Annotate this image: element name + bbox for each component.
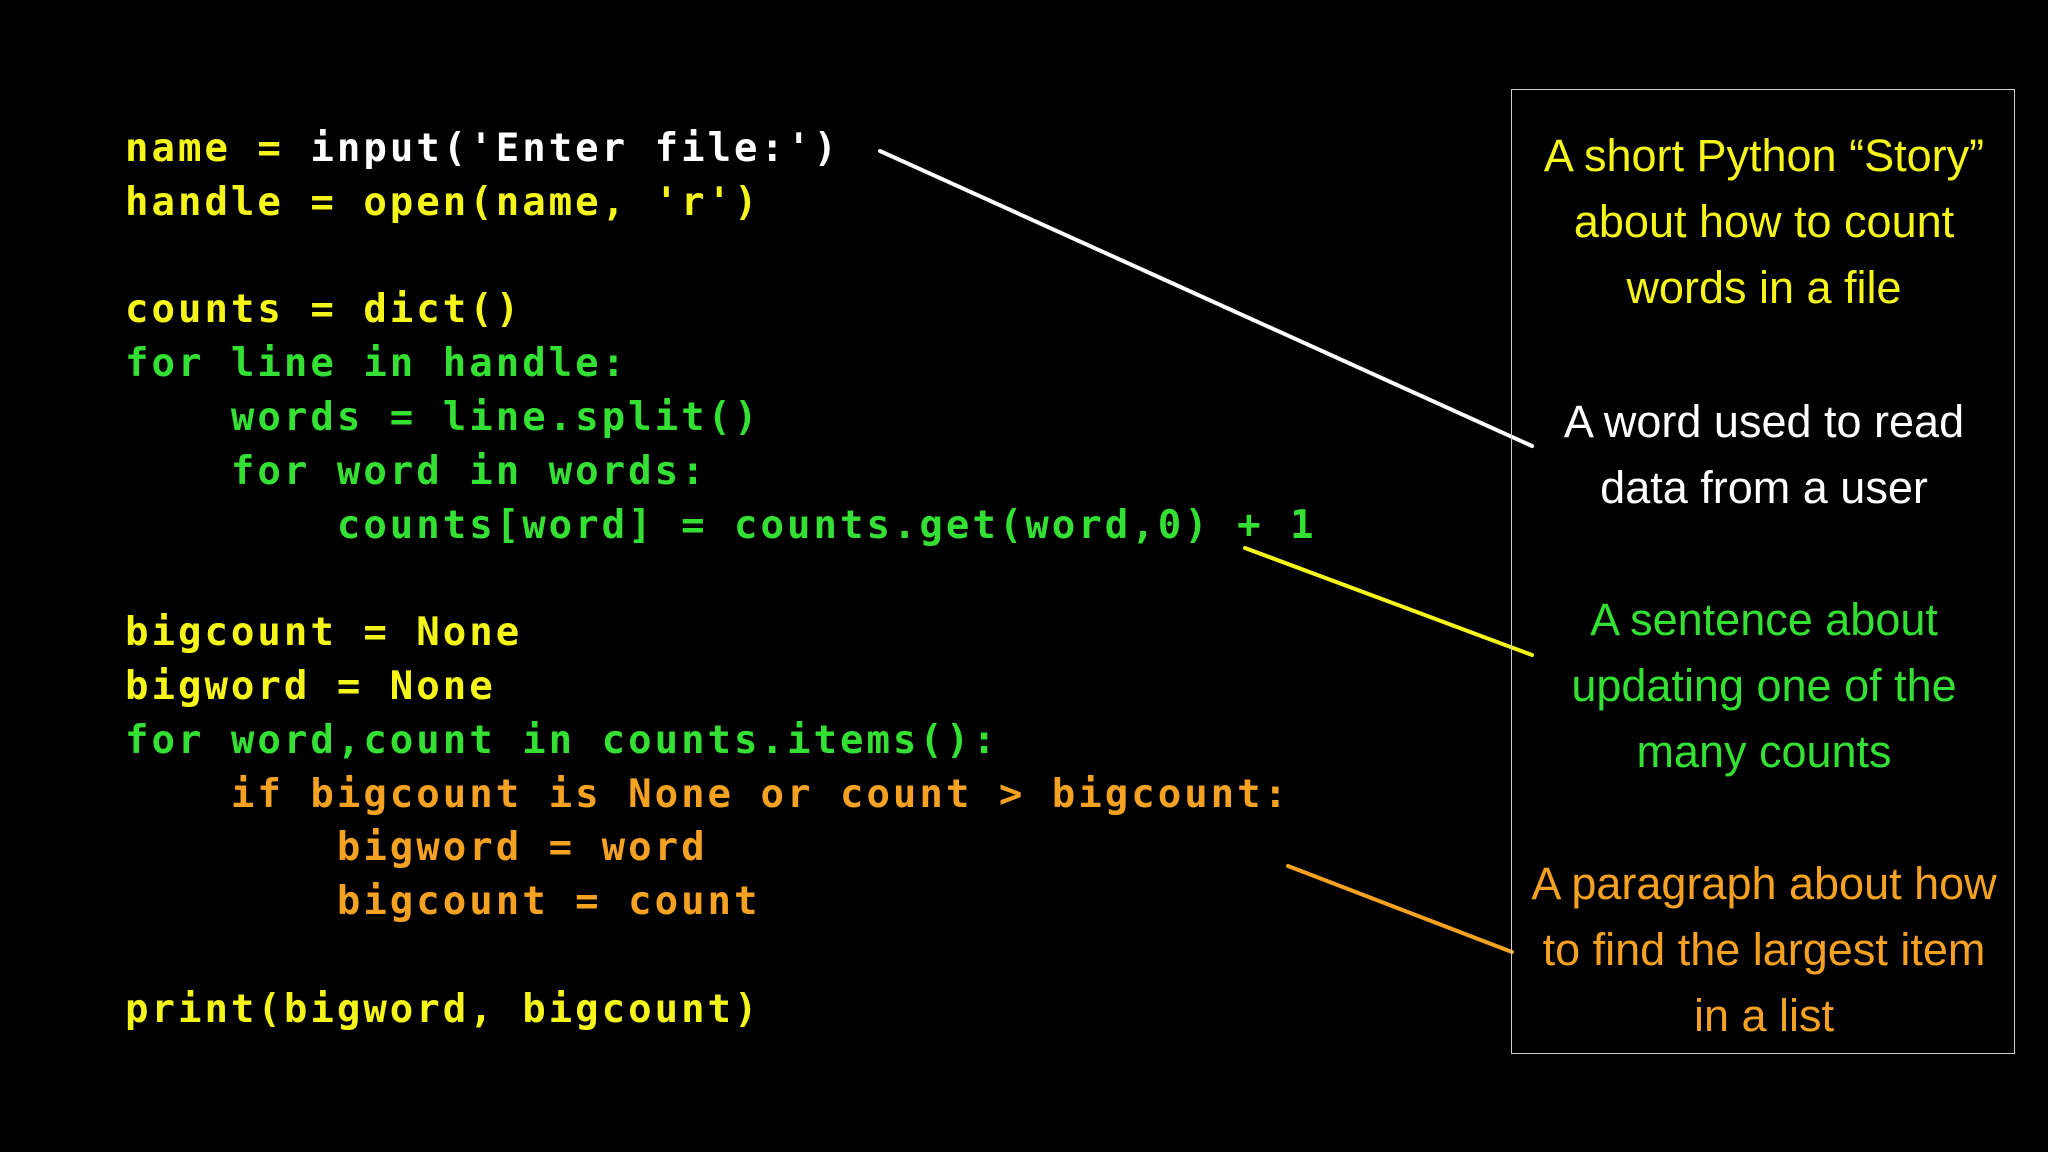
code-token: name = — [125, 126, 311, 171]
code-token: for word,count in counts.items(): — [125, 717, 999, 763]
code-token: counts = dict() — [125, 287, 523, 333]
code-line: for word,count in counts.items(): — [125, 714, 1317, 768]
code-line: bigcount = count — [125, 875, 1317, 929]
annotation-word: A word used to read data from a user — [1563, 396, 1965, 513]
code-line: for word in words: — [125, 445, 1317, 499]
code-line: name = input('Enter file:') — [125, 122, 1317, 176]
code-line: if bigcount is None or count > bigcount: — [125, 768, 1317, 822]
code-token: print(bigword, bigcount) — [125, 986, 761, 1032]
code-token: bigword = word — [125, 825, 708, 871]
annotation-paragraph: A paragraph about how to find the larges… — [1531, 858, 1997, 1041]
code-line — [125, 230, 1317, 284]
code-line: counts[word] = counts.get(word,0) + 1 — [125, 499, 1317, 553]
code-token: for word in words: — [125, 448, 708, 494]
code-token: words = line.split() — [125, 394, 761, 440]
code-line: counts = dict() — [125, 283, 1317, 337]
code-line: bigword = None — [125, 660, 1317, 714]
connector-paragraph — [1286, 864, 1514, 954]
code-token: handle = open(name, 'r') — [125, 179, 761, 225]
code-line: bigcount = None — [125, 606, 1317, 660]
code-token: bigcount = None — [125, 610, 523, 656]
code-line: words = line.split() — [125, 391, 1317, 445]
code-line: print(bigword, bigcount) — [125, 983, 1317, 1037]
code-token: input('Enter file:') — [310, 126, 840, 171]
code-line: for line in handle: — [125, 337, 1317, 391]
code-token: counts[word] = counts.get(word,0) + 1 — [125, 502, 1317, 548]
code-token: if bigcount is None or count > bigcount: — [125, 771, 1291, 817]
code-line — [125, 929, 1317, 983]
code-line: handle = open(name, 'r') — [125, 176, 1317, 230]
annotation-box: A short Python “Story” about how to coun… — [1511, 89, 2015, 1054]
code-token: bigcount = count — [125, 879, 761, 925]
code-token: bigword = None — [125, 663, 496, 709]
code-line: bigword = word — [125, 821, 1317, 875]
annotation-story: A short Python “Story” about how to coun… — [1543, 130, 1985, 313]
code-block: name = input('Enter file:')handle = open… — [125, 122, 1317, 1037]
code-token: for line in handle: — [125, 341, 629, 387]
code-line — [125, 552, 1317, 606]
annotation-sentence: A sentence about updating one of the man… — [1571, 594, 1957, 777]
